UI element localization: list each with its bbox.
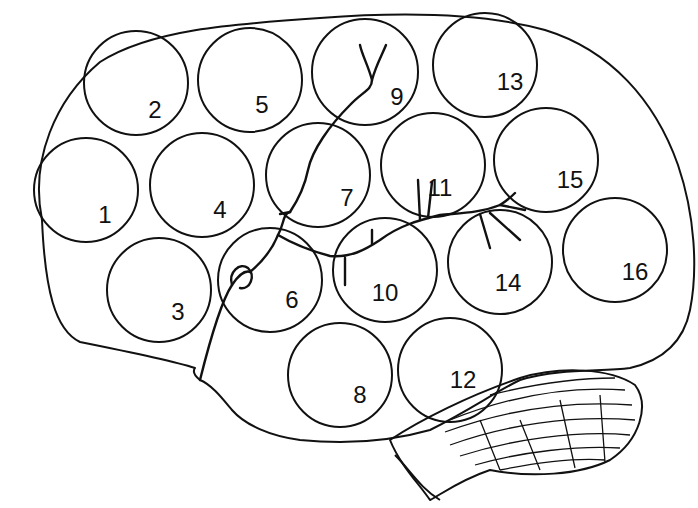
region-number: 12 — [450, 368, 477, 392]
region-number: 15 — [557, 168, 584, 192]
region-circle: 4 — [149, 132, 255, 238]
region-circle: 2 — [83, 30, 189, 136]
region-number: 13 — [497, 70, 524, 94]
region-circle: 15 — [493, 107, 599, 213]
region-circle: 14 — [447, 209, 553, 315]
region-circle: 16 — [562, 197, 668, 303]
region-number: 8 — [353, 383, 366, 407]
region-circle: 5 — [197, 27, 303, 133]
region-number: 5 — [255, 93, 268, 117]
middle-cerebral-artery — [200, 45, 525, 380]
region-number: 9 — [390, 85, 403, 109]
region-circle: 12 — [397, 317, 503, 423]
region-number: 4 — [213, 198, 226, 222]
region-circle: 10 — [332, 217, 438, 323]
region-circle: 3 — [106, 237, 212, 343]
brainstem — [395, 455, 440, 500]
region-number: 10 — [372, 281, 399, 305]
region-number: 7 — [340, 186, 353, 210]
cerebellum-outline — [390, 370, 642, 500]
region-number: 3 — [171, 300, 184, 324]
region-circle: 8 — [287, 322, 393, 428]
region-circle: 11 — [380, 112, 486, 218]
region-number: 2 — [148, 98, 161, 122]
region-number: 16 — [622, 260, 649, 284]
region-number: 14 — [495, 271, 522, 295]
region-number: 1 — [98, 203, 111, 227]
region-circle: 6 — [217, 227, 323, 333]
region-circle: 9 — [311, 18, 418, 125]
region-circle: 1 — [33, 137, 139, 243]
region-circle: 13 — [432, 12, 538, 118]
region-circle: 7 — [265, 122, 371, 228]
brain-outline — [39, 14, 694, 442]
region-number: 6 — [285, 288, 298, 312]
region-number: 11 — [428, 176, 453, 200]
